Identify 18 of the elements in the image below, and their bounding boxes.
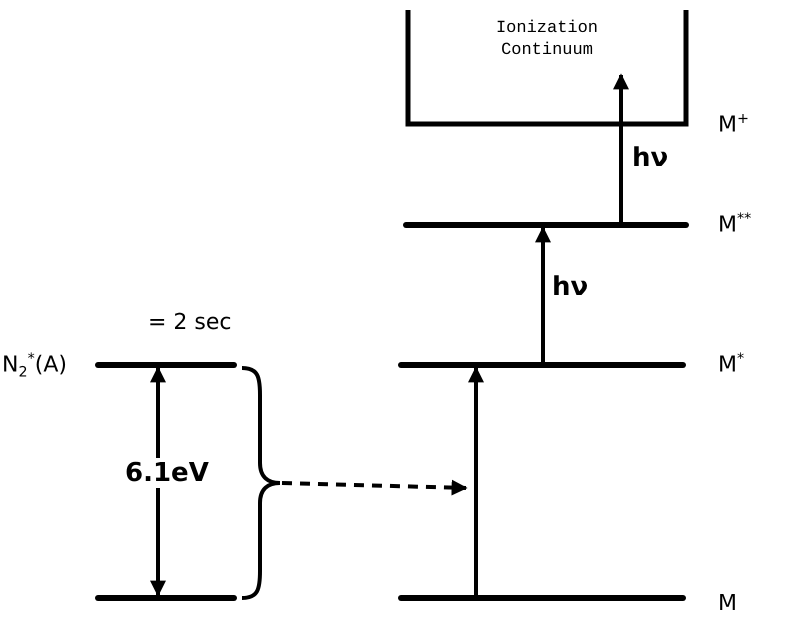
energy-level-line: [403, 222, 689, 228]
dashed-arrow: [282, 480, 468, 496]
region-label: Ionization Continuum: [494, 18, 600, 62]
arrow: [468, 366, 484, 595]
energy-level-line: [95, 595, 237, 601]
energy-level-line: [398, 362, 686, 368]
arrow: [535, 226, 551, 362]
energy-level-line: [95, 362, 237, 368]
state-label: N$_{2}$$^{*}$(A): [2, 352, 67, 380]
arrow: [150, 366, 166, 597]
state-label: M$^{*}$: [718, 352, 744, 376]
edge-label: 6.1eV: [125, 458, 209, 488]
state-label: = 2 sec: [148, 312, 232, 334]
energy-level-line: [398, 595, 686, 601]
state-label: M$^{**}$: [718, 212, 752, 236]
arrow: [613, 73, 629, 222]
state-label: M$^{+}$: [718, 112, 749, 136]
state-label: M: [718, 593, 737, 615]
